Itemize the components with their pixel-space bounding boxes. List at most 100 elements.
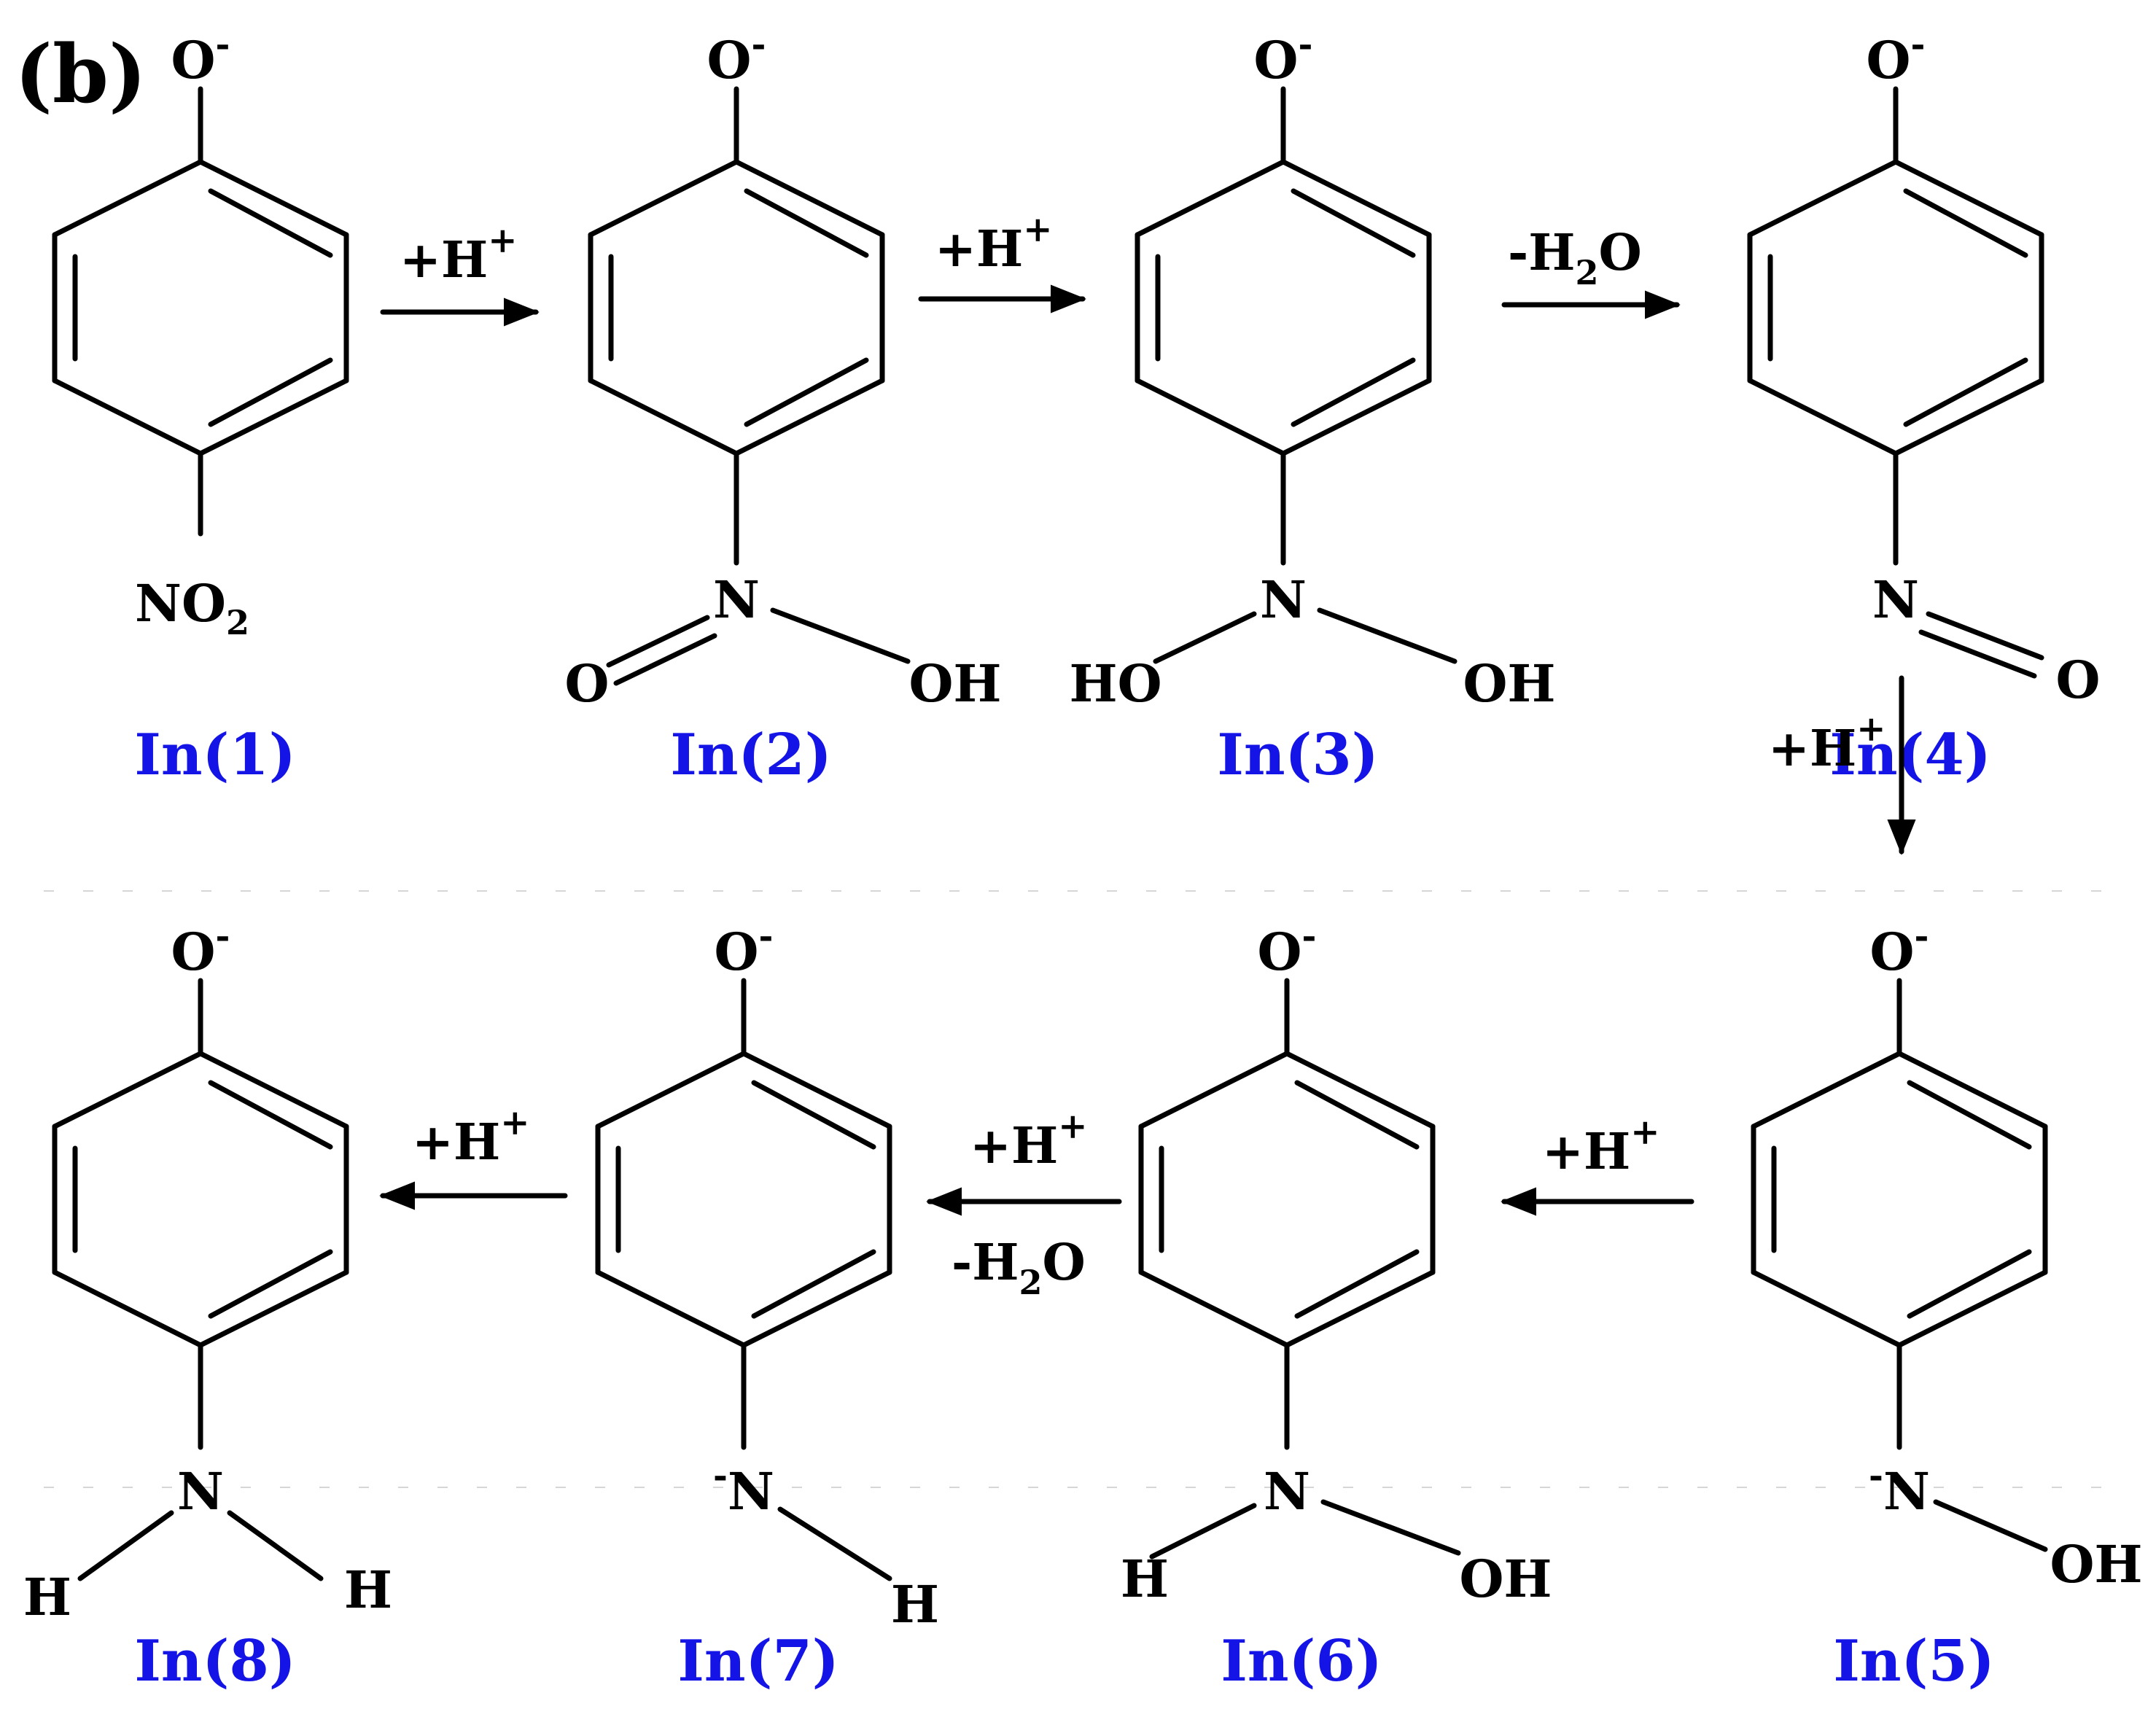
intermediate-label: In(2) <box>670 722 831 788</box>
intermediate-label: In(3) <box>1217 722 1378 788</box>
ring-bond <box>1896 1051 2048 1129</box>
ring-bond <box>1280 378 1432 456</box>
condition-minus-water: -H2O <box>1508 224 1642 292</box>
bond-n-h <box>227 1510 324 1581</box>
intermediate-label: In(1) <box>134 722 295 788</box>
ring-bond <box>595 1269 747 1348</box>
double-bond-n-o <box>606 615 710 668</box>
ring-double-bond <box>1903 357 2028 427</box>
nitro-group: NO2 <box>135 573 249 642</box>
ring-bond <box>52 1051 203 1129</box>
oxide-atom: O- <box>171 24 230 90</box>
ring-double-bond <box>1907 1249 2032 1319</box>
ring-double-bond <box>208 1249 333 1319</box>
oxide-atom: O- <box>171 916 230 982</box>
ring-double-bond <box>1291 188 1416 258</box>
condition-h-plus: +H+ <box>1542 1112 1659 1181</box>
ring-double-bond <box>744 188 869 258</box>
ring-bond <box>1747 378 1899 456</box>
ring-bond <box>1138 1269 1290 1348</box>
reaction-step-7-8: +H+ <box>379 1102 568 1210</box>
condition-h-plus: +H+ <box>935 209 1052 279</box>
hydrogen-atom: H <box>1121 1549 1169 1609</box>
intermediate-label: In(4) <box>1829 722 1990 788</box>
ring-bond <box>1135 159 1286 238</box>
ring-bond <box>1280 159 1432 238</box>
ring-double-bond <box>208 1080 333 1150</box>
double-bond-n-o <box>1926 611 2044 661</box>
ring-double-bond <box>744 357 869 427</box>
ring-bond <box>1751 1269 1902 1348</box>
reaction-step-4-5: +H+ <box>1768 675 1916 855</box>
condition-h-plus: +H+ <box>412 1102 529 1172</box>
ring-double-bond <box>1294 1249 1420 1319</box>
bond-n-oh <box>770 607 911 664</box>
bond-n-oh <box>1320 1499 1461 1556</box>
condition-minus-water: -H2O <box>951 1234 1086 1302</box>
intermediate-label: In(7) <box>677 1628 838 1694</box>
reaction-step-2-3: +H+ <box>918 209 1086 314</box>
hydroxyl-group: OH <box>1463 653 1555 714</box>
nitrogen-atom: N <box>1872 569 1919 630</box>
nitrogen-anion: -N <box>1869 1455 1930 1522</box>
panel-label: (b) <box>15 27 147 121</box>
ring-bond <box>733 378 885 456</box>
hydroxyl-group: OH <box>1459 1549 1552 1609</box>
hydroxyl-group: OH <box>2050 1534 2142 1595</box>
intermediate-label: In(6) <box>1221 1628 1382 1694</box>
hydrogen-atom: H <box>23 1567 71 1627</box>
nitrogen-atom: N <box>1260 569 1307 630</box>
ring-double-bond <box>208 188 333 258</box>
ring-double-bond <box>1907 1080 2032 1150</box>
ring-double-bond <box>1291 357 1416 427</box>
ring-bond <box>741 1051 892 1129</box>
ring-bond <box>52 159 203 238</box>
ring-bond <box>1135 378 1286 456</box>
condition-h-plus: +H+ <box>400 220 517 289</box>
bond-n-h <box>1149 1503 1257 1560</box>
oxygen-atom: O <box>2056 650 2101 710</box>
ring-bond <box>1751 1051 1902 1129</box>
ring-double-bond <box>751 1249 876 1319</box>
intermediate-7: O- -N H In(7) <box>595 916 939 1694</box>
nitrogen-atom: N <box>177 1461 224 1522</box>
ring-double-bond <box>1294 1080 1420 1150</box>
ring-bond <box>198 1051 349 1129</box>
hydrogen-atom: H <box>891 1574 939 1635</box>
bond-n-h <box>777 1506 892 1581</box>
ring-bond <box>198 378 349 456</box>
intermediate-2: O- N O OH In(2) <box>565 24 1002 788</box>
ring-double-bond <box>1903 188 2028 258</box>
oxide-atom: O- <box>707 24 766 90</box>
bond-n-h <box>77 1510 174 1581</box>
ring-bond <box>741 1269 892 1348</box>
intermediate-label: In(5) <box>1833 1628 1994 1694</box>
ring-bond <box>1747 159 1899 238</box>
ring-bond <box>588 378 739 456</box>
ring-double-bond <box>751 1080 876 1150</box>
bond-n-oh <box>1933 1499 2048 1552</box>
ring-bond <box>52 1269 203 1348</box>
nitrogen-anion: -N <box>713 1455 774 1522</box>
bond-n-oh <box>1317 607 1458 664</box>
ring-bond <box>1284 1269 1436 1348</box>
ring-bond <box>1896 1269 2048 1348</box>
ring-bond <box>52 378 203 456</box>
reaction-step-6-7: +H+ -H2O <box>926 1106 1122 1302</box>
oxide-atom: O- <box>715 916 774 982</box>
condition-h-plus: +H+ <box>1768 709 1885 778</box>
hydroxyl-group: OH <box>908 653 1001 714</box>
ring-bond <box>595 1051 747 1129</box>
ring-bond <box>1284 1051 1436 1129</box>
oxide-atom: O- <box>1867 24 1926 90</box>
oxygen-atom: O <box>565 653 610 714</box>
nitrogen-atom: N <box>713 569 760 630</box>
reaction-step-5-6: +H+ <box>1501 1112 1694 1216</box>
